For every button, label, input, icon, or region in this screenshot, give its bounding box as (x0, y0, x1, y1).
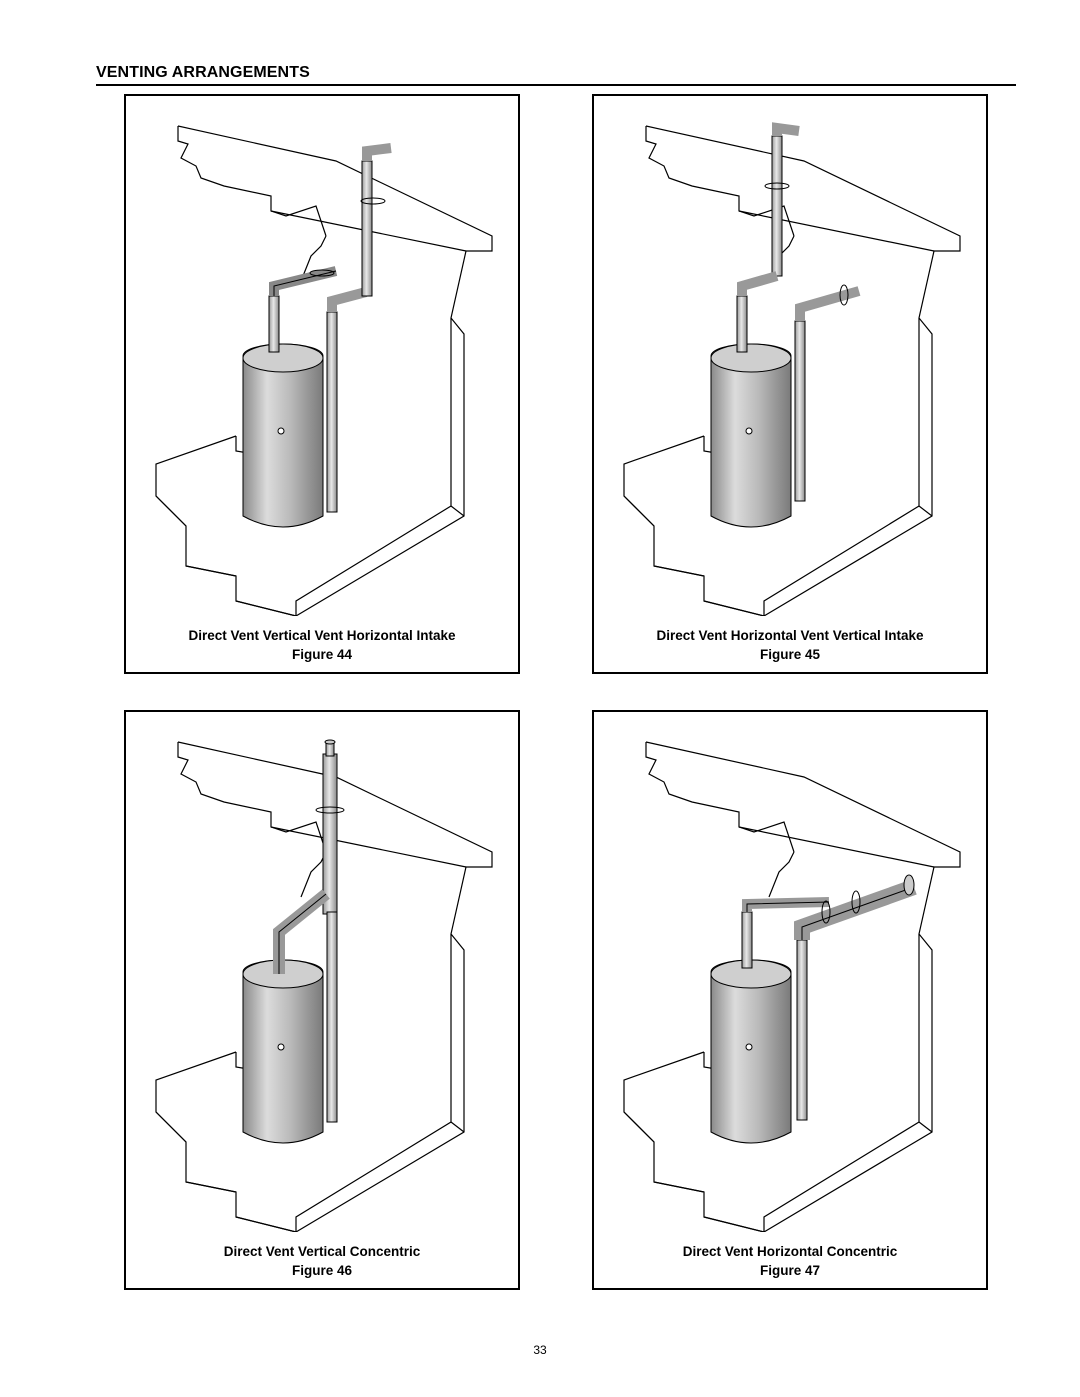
figure-47-illustration (623, 741, 961, 1232)
figure-44-caption: Direct Vent Vertical Vent Horizontal Int… (188, 628, 456, 643)
page-number: 33 (533, 1343, 547, 1357)
figure-45-panel: Direct Vent Horizontal Vent Vertical Int… (592, 94, 988, 674)
figure-47-panel: Direct Vent Horizontal Concentric Figure… (592, 710, 988, 1290)
figure-45-illustration (623, 122, 961, 616)
title-rule (96, 84, 1016, 86)
figure-47-label: Figure 47 (759, 1263, 821, 1278)
figure-44-label: Figure 44 (291, 647, 353, 662)
section-title: VENTING ARRANGEMENTS (96, 64, 310, 81)
figure-46-illustration (155, 739, 493, 1232)
figure-45-label: Figure 45 (759, 647, 821, 662)
figure-45-caption: Direct Vent Horizontal Vent Vertical Int… (656, 628, 924, 643)
figure-47-caption: Direct Vent Horizontal Concentric (682, 1244, 898, 1259)
figure-44-panel: Direct Vent Vertical Vent Horizontal Int… (124, 94, 520, 674)
figure-46-caption: Direct Vent Vertical Concentric (223, 1244, 421, 1259)
figure-46-panel: Direct Vent Vertical Concentric Figure 4… (124, 710, 520, 1290)
figure-44-illustration (155, 125, 493, 616)
figure-46-label: Figure 46 (291, 1263, 353, 1278)
